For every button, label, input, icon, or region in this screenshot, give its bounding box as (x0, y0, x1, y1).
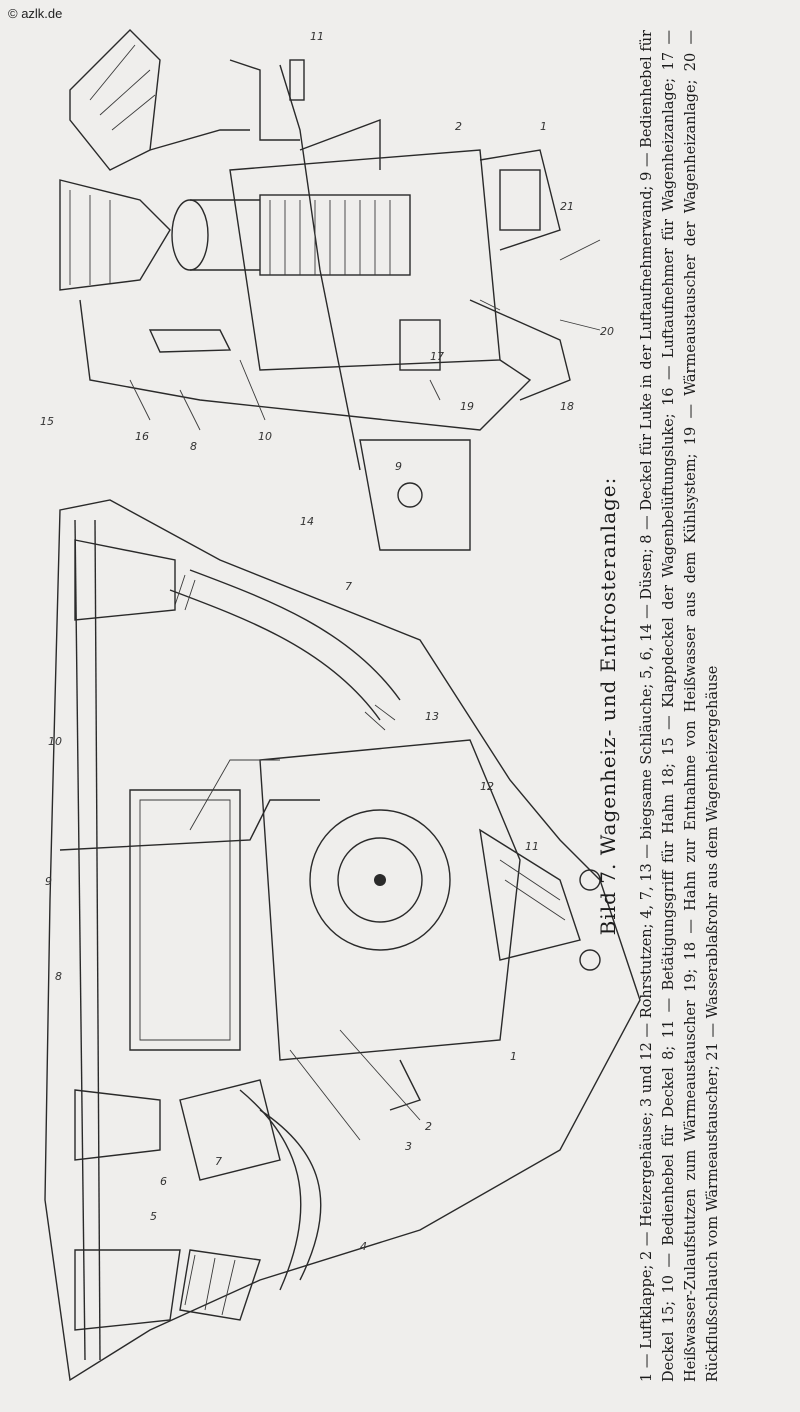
svg-text:10: 10 (258, 430, 272, 443)
svg-text:7: 7 (215, 1155, 222, 1168)
svg-text:16: 16 (135, 430, 149, 443)
svg-text:21: 21 (560, 200, 574, 213)
svg-text:6: 6 (160, 1175, 167, 1188)
watermark: © azlk.de (8, 6, 63, 21)
svg-text:1: 1 (510, 1050, 517, 1063)
svg-text:11: 11 (310, 30, 324, 43)
figure-caption-text: Bild 7. Wagenheiz- und Entfrosteranlage:… (580, 20, 795, 1392)
svg-text:3: 3 (405, 1140, 412, 1153)
svg-text:5: 5 (150, 1210, 157, 1223)
svg-text:11: 11 (525, 840, 539, 853)
svg-text:2: 2 (425, 1120, 432, 1133)
svg-text:4: 4 (360, 1240, 367, 1253)
svg-text:13: 13 (425, 710, 439, 723)
svg-text:2: 2 (455, 120, 462, 133)
svg-text:12: 12 (480, 780, 494, 793)
svg-text:19: 19 (460, 400, 474, 413)
figure-caption: Bild 7. Wagenheiz- und Entfrosteranlage:… (580, 20, 795, 1392)
svg-text:20: 20 (600, 325, 614, 338)
top-view-drawing: 9 10 8 7 1 2 3 4 5 6 7 11 12 13 14 (44, 499, 641, 1382)
svg-text:9: 9 (45, 875, 52, 888)
svg-text:17: 17 (430, 350, 444, 363)
svg-text:1: 1 (540, 120, 547, 133)
svg-text:14: 14 (300, 515, 314, 528)
svg-text:8: 8 (190, 440, 197, 453)
svg-text:8: 8 (55, 970, 62, 983)
figure-title: Bild 7. Wagenheiz- und Entfrosteranlage: (596, 476, 620, 936)
side-view-drawing: 15 16 8 10 2 1 21 20 18 19 17 9 11 (40, 29, 614, 551)
svg-text:18: 18 (560, 400, 574, 413)
svg-text:9: 9 (395, 460, 402, 473)
svg-text:10: 10 (48, 735, 62, 748)
svg-text:7: 7 (345, 580, 352, 593)
figure-legend: 1 — Luftklappe; 2 — Heizergehäuse; 3 und… (639, 30, 721, 1382)
svg-text:15: 15 (40, 415, 54, 428)
